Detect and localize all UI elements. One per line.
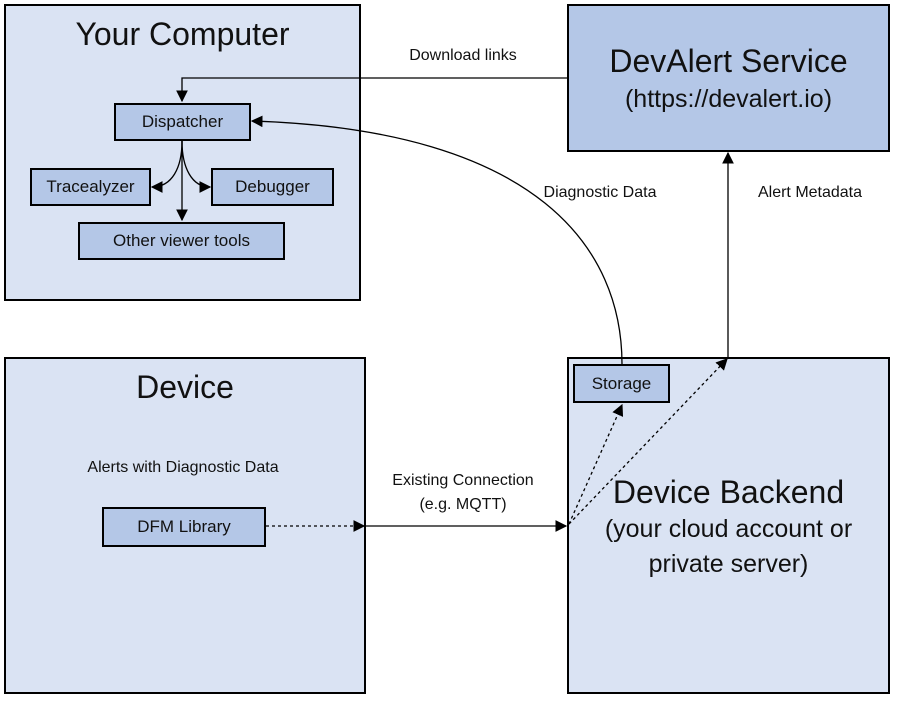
existing-connection-label-line1: Existing Connection xyxy=(392,472,534,489)
devalert-service-title: DevAlert Service xyxy=(609,43,848,79)
alert-metadata-label: Alert Metadata xyxy=(757,184,863,201)
device-backend-subtitle-line1: (your cloud account or xyxy=(604,515,853,543)
dispatcher-to-tracealyzer-arrow xyxy=(150,140,183,193)
download-links-arrow xyxy=(176,77,567,103)
existing-connection-label-line2: (e.g. MQTT) xyxy=(419,496,507,513)
alerts-with-diagnostic-data-label: Alerts with Diagnostic Data xyxy=(87,459,279,476)
backend-to-storage-dotted-arrow xyxy=(568,403,624,525)
storage-box[interactable]: Storage xyxy=(573,364,670,403)
dispatcher-to-debugger-arrow xyxy=(181,140,212,193)
your-computer-title: Your Computer xyxy=(75,16,290,52)
tracealyzer-box[interactable]: Tracealyzer xyxy=(30,168,151,206)
devalert-service-box xyxy=(567,4,890,152)
backend-to-alert-metadata-dotted-arrow xyxy=(568,358,728,525)
device-backend-title: Device Backend xyxy=(612,474,845,510)
dfm-library-box[interactable]: DFM Library xyxy=(102,507,266,547)
devalert-service-url[interactable]: (https://devalert.io) xyxy=(624,85,833,113)
dispatcher-box[interactable]: Dispatcher xyxy=(114,103,251,141)
download-links-label: Download links xyxy=(409,47,517,64)
other-viewer-tools-box[interactable]: Other viewer tools xyxy=(78,222,285,260)
device-title: Device xyxy=(136,369,234,405)
device-backend-subtitle-line2: private server) xyxy=(648,550,809,578)
diagnostic-data-label: Diagnostic Data xyxy=(543,184,657,201)
diagnostic-data-arrow xyxy=(250,115,623,365)
debugger-box[interactable]: Debugger xyxy=(211,168,334,206)
